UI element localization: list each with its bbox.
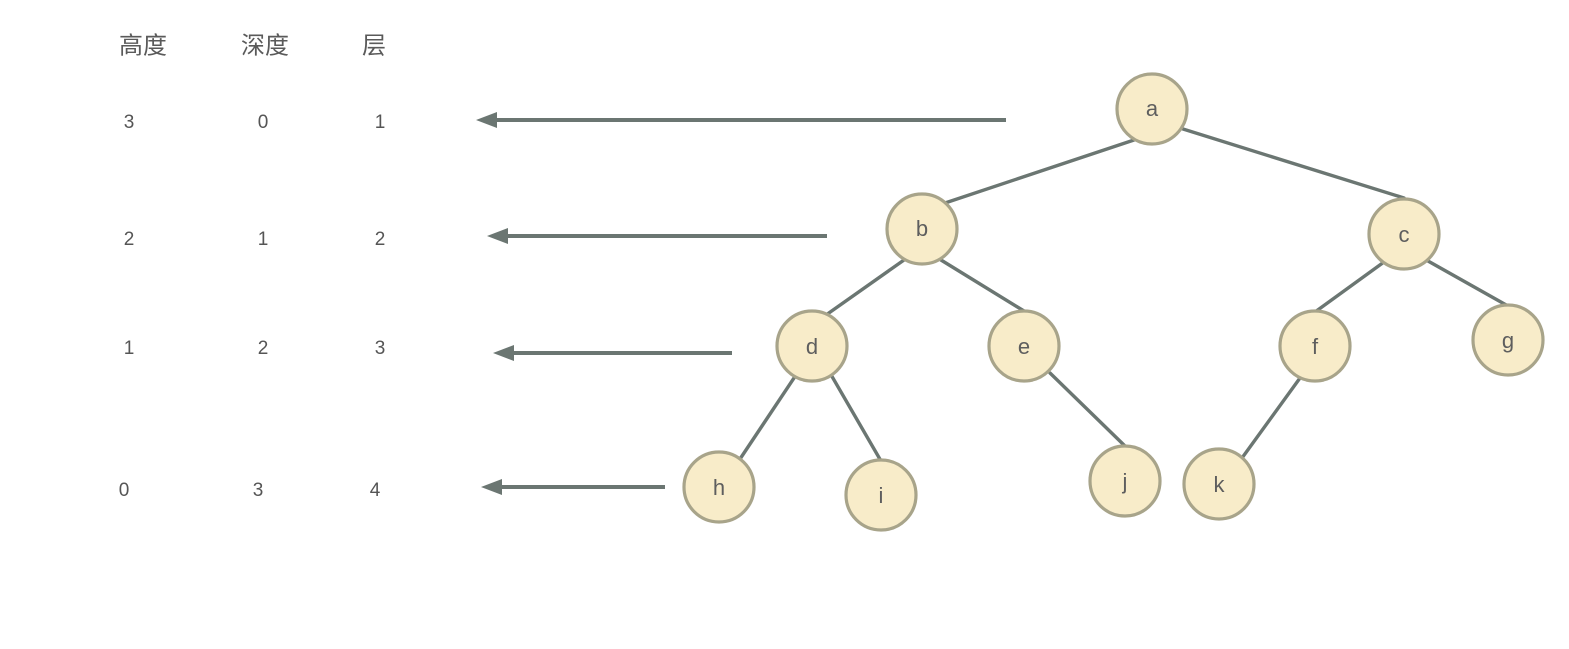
level-arrow-2	[487, 228, 827, 244]
edge-a-c	[1181, 127, 1406, 200]
node-d-label: d	[806, 334, 818, 359]
edge-b-e	[939, 258, 1026, 313]
node-j-label: j	[1122, 469, 1128, 494]
edge-b-d	[824, 258, 906, 317]
edge-e-j	[1048, 371, 1128, 449]
edge-c-f	[1313, 260, 1386, 314]
node-c-label: c	[1399, 222, 1410, 247]
edge-f-k	[1240, 376, 1302, 460]
header-level: 层	[362, 31, 386, 60]
row2-level: 2	[374, 229, 386, 250]
edge-a-b	[943, 137, 1139, 205]
node-b: b	[885, 192, 959, 266]
header-depth: 深度	[241, 31, 289, 60]
row3-level: 3	[374, 338, 386, 359]
row4-height: 0	[118, 480, 130, 501]
node-d: d	[775, 309, 849, 383]
row4-level: 4	[369, 480, 381, 501]
node-j: j	[1088, 444, 1162, 518]
row1-level: 1	[374, 112, 386, 133]
header-height: 高度	[119, 31, 167, 60]
node-e-label: e	[1018, 334, 1030, 359]
node-f: f	[1278, 309, 1352, 383]
row1-height: 3	[123, 112, 135, 133]
node-k: k	[1182, 447, 1256, 521]
node-k-label: k	[1214, 472, 1226, 497]
node-a-label: a	[1146, 96, 1159, 121]
row1-depth: 0	[257, 112, 269, 133]
row3-height: 1	[123, 338, 135, 359]
row2-depth: 1	[257, 229, 269, 250]
node-i-label: i	[879, 483, 884, 508]
level-arrow-4	[481, 479, 665, 495]
node-b-label: b	[916, 216, 928, 241]
row4-depth: 3	[252, 480, 264, 501]
edge-d-i	[828, 371, 883, 463]
node-f-label: f	[1312, 334, 1319, 359]
row3-depth: 2	[257, 338, 269, 359]
edge-c-g	[1426, 259, 1510, 308]
node-g-label: g	[1502, 328, 1514, 353]
edge-d-h	[738, 373, 798, 461]
row2-height: 2	[123, 229, 135, 250]
node-c: c	[1367, 197, 1441, 271]
node-a: a	[1115, 72, 1189, 146]
node-h: h	[682, 450, 756, 524]
level-arrow-3	[493, 345, 732, 361]
node-g: g	[1471, 303, 1545, 377]
level-arrow-1	[476, 112, 1006, 128]
node-h-label: h	[713, 475, 725, 500]
node-e: e	[987, 309, 1061, 383]
node-i: i	[844, 458, 918, 532]
